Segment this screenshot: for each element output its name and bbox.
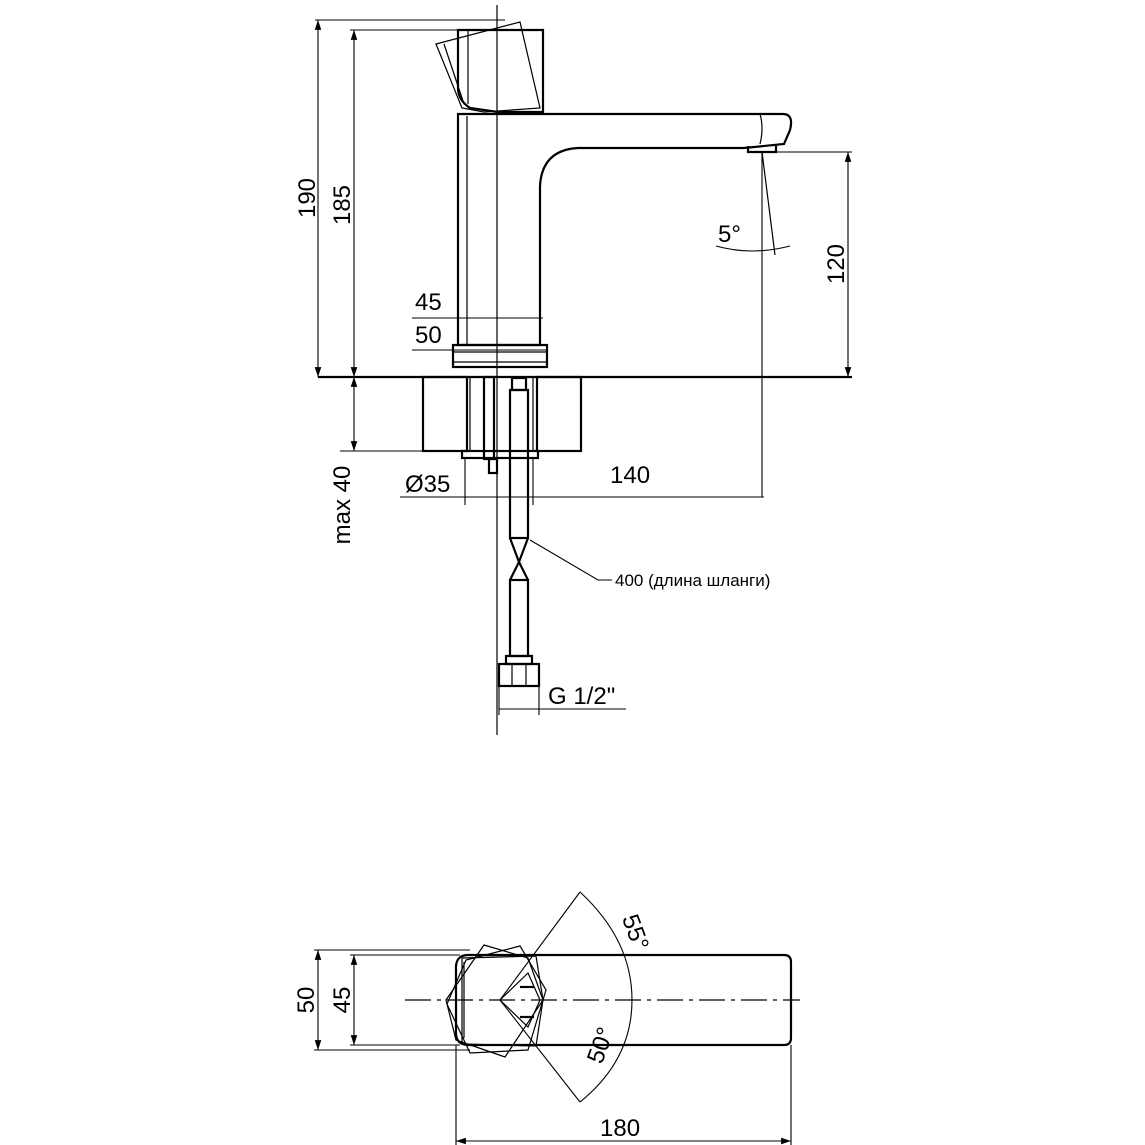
countertop-right [535, 375, 583, 453]
top-body-outline [454, 953, 793, 1047]
dim-5deg-label: 5° [718, 221, 741, 248]
handle-rotated-outline [435, 21, 541, 113]
top-view: 55° 50° 50 45 180 [293, 891, 800, 1145]
dim-185-label: 185 [329, 185, 356, 225]
handle-outline [456, 28, 545, 114]
hose-nut [497, 662, 541, 688]
dim-55deg-label: 55° [616, 911, 654, 954]
base-ring [451, 343, 549, 369]
top-dim-180-label: 180 [600, 1115, 640, 1142]
countertop-left [421, 375, 469, 453]
hose-lower [508, 578, 530, 658]
top-dim-45-label: 45 [329, 987, 356, 1014]
dim-50-label: 50 [415, 322, 442, 349]
top-handle-rotated-b [446, 945, 547, 1054]
dim-190-label: 190 [294, 178, 321, 218]
dim-45-label: 45 [415, 289, 442, 316]
hose-upper [508, 388, 530, 540]
top-dim-50-label: 50 [293, 987, 320, 1014]
faucet-body [456, 112, 793, 347]
dim-50deg-label: 50° [582, 1024, 620, 1067]
thread-size-label: G 1/2" [548, 683, 615, 710]
side-view: 190 185 45 50 max 40 Ø35 140 5° 120 400 … [294, 5, 852, 735]
dim-diameter-label: Ø35 [405, 471, 450, 498]
dim-140-label: 140 [610, 462, 650, 489]
dim-max40-label: max 40 [329, 466, 356, 545]
top-handle-outline [461, 955, 544, 1047]
dim-120-label: 120 [823, 244, 850, 284]
hose-note-label: 400 (длина шланги) [615, 571, 770, 590]
